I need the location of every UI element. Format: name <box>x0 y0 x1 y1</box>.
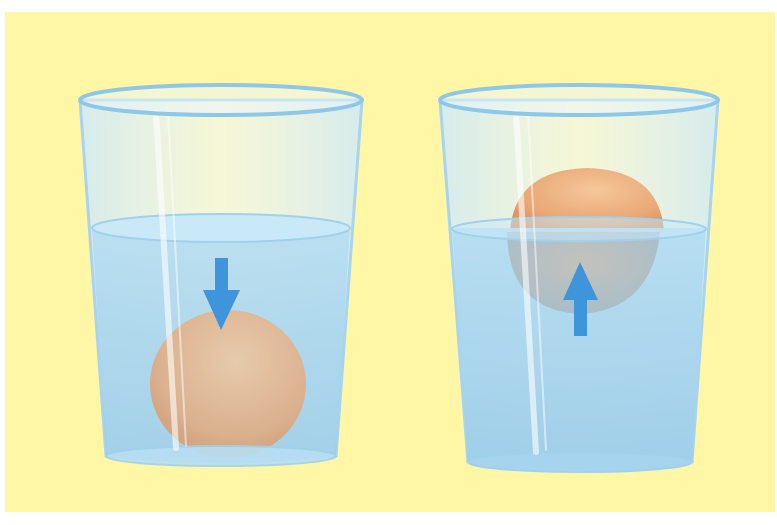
left-glass-water-surface <box>92 214 350 242</box>
right-glass-bottom <box>468 452 692 472</box>
right-glass-rim <box>440 85 718 115</box>
right-glass-water-surface <box>452 217 706 241</box>
right-glass <box>440 85 718 472</box>
left-glass-bottom <box>106 446 336 466</box>
left-glass <box>80 85 362 466</box>
left-glass-rim <box>80 85 362 115</box>
